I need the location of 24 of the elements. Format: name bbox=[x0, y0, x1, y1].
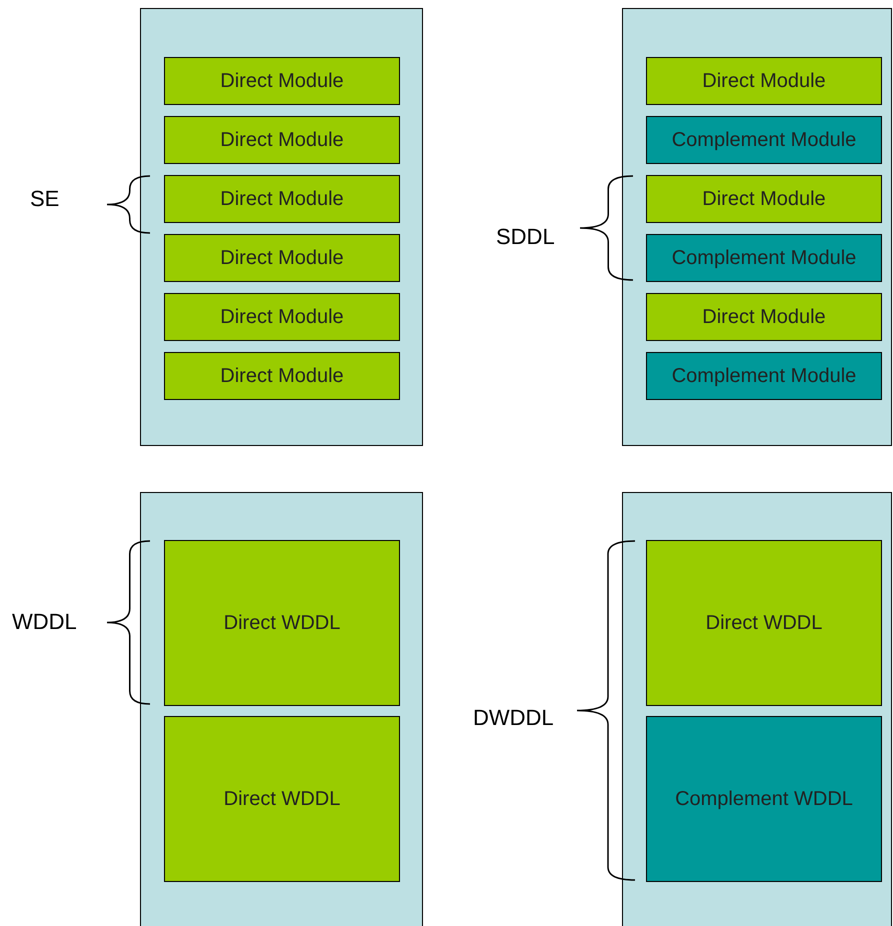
module-box: Direct WDDL bbox=[646, 540, 882, 706]
panel-background bbox=[140, 492, 423, 926]
module-box: Direct WDDL bbox=[164, 716, 400, 882]
module-box: Direct Module bbox=[164, 57, 400, 105]
module-box: Direct Module bbox=[164, 175, 400, 223]
bracket-label: DWDDL bbox=[473, 705, 554, 731]
module-box: Direct Module bbox=[164, 116, 400, 164]
bracket-label: SDDL bbox=[496, 224, 555, 250]
module-box: Direct Module bbox=[164, 234, 400, 282]
bracket-label: SE bbox=[30, 186, 60, 212]
module-box: Direct Module bbox=[646, 175, 882, 223]
module-box: Complement WDDL bbox=[646, 716, 882, 882]
module-box: Direct Module bbox=[646, 57, 882, 105]
module-box: Direct Module bbox=[646, 293, 882, 341]
panel-background bbox=[622, 8, 892, 446]
module-box: Complement Module bbox=[646, 234, 882, 282]
module-box: Complement Module bbox=[646, 352, 882, 400]
module-box: Direct Module bbox=[164, 293, 400, 341]
module-box: Complement Module bbox=[646, 116, 882, 164]
bracket-label: WDDL bbox=[12, 609, 77, 635]
module-box: Direct Module bbox=[164, 352, 400, 400]
panel-background bbox=[622, 492, 892, 926]
panel-background bbox=[140, 8, 423, 446]
module-box: Direct WDDL bbox=[164, 540, 400, 706]
